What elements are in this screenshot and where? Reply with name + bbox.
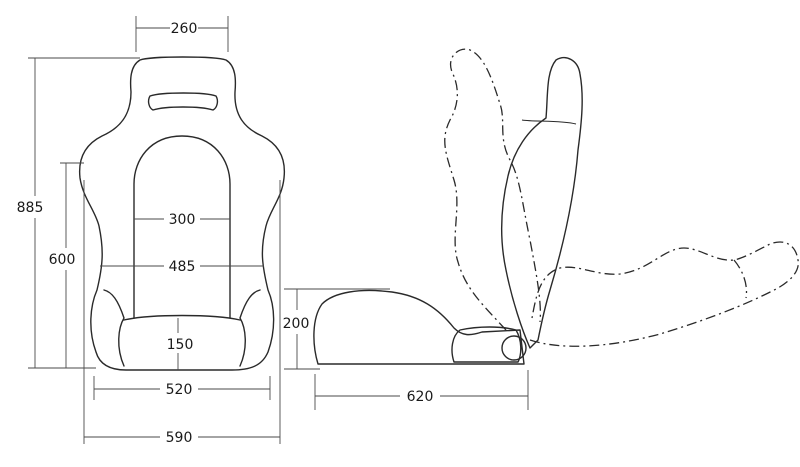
- side-seat-base: [313, 289, 525, 365]
- right-bolster: [239, 289, 261, 367]
- dim-total-width: 590: [166, 430, 193, 446]
- inner-back-panel: [133, 135, 231, 319]
- dim-back-width-inner: 300: [169, 212, 196, 228]
- side-seat-back-rear-edge: [521, 119, 577, 125]
- dim-back-width-mid: 485: [169, 259, 196, 275]
- dim-side-depth: 620: [407, 389, 434, 405]
- left-bolster: [103, 289, 125, 367]
- dim-height-total: 885: [17, 200, 44, 216]
- side-seat-back-ghost-upright: [444, 48, 542, 331]
- dim-base-width: 520: [166, 382, 193, 398]
- seat-back-shell: [78, 56, 286, 371]
- front-view: [78, 56, 286, 371]
- side-dimensions: 200 620: [283, 288, 529, 410]
- side-pivot-hub: [501, 335, 527, 361]
- side-seat-back-upright: [501, 56, 583, 349]
- dim-height-back: 600: [49, 252, 76, 268]
- dim-side-height: 200: [283, 316, 310, 332]
- side-view: [313, 48, 799, 365]
- side-seat-back-ghost-reclined: [529, 241, 799, 347]
- seat-cushion-edge: [123, 314, 241, 321]
- dim-width-top: 260: [171, 21, 198, 37]
- dim-cushion-depth: 150: [167, 337, 194, 353]
- front-dimensions: 260 885 600 300 485 150 520: [17, 16, 281, 446]
- harness-slot: [147, 92, 219, 111]
- side-seat-back-ghost-reclined-head: [733, 259, 748, 299]
- side-pivot-mount: [451, 326, 522, 363]
